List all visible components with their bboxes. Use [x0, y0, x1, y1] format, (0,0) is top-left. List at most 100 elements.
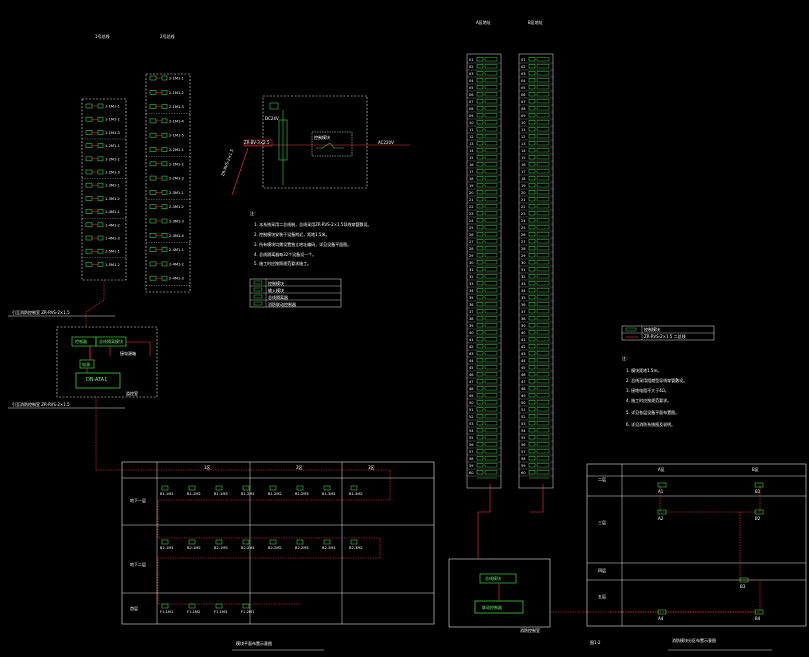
table-device-symbol [296, 485, 304, 491]
module-symbol [528, 428, 536, 433]
table-device-symbol [269, 539, 277, 545]
module-symbol [528, 344, 536, 349]
device-symbol [97, 169, 104, 175]
center-legend-1: 控制模块 [268, 281, 284, 286]
row-number: 47 [469, 380, 474, 384]
module-tag [484, 204, 498, 209]
row-number: 33 [469, 282, 474, 286]
left-column-2-devices: 2-1M1-12-1M1-22-1M1-32-1M1-42-1M1-52-2M1… [146, 75, 190, 286]
module-symbol [476, 456, 484, 461]
module-symbol [528, 71, 536, 76]
module-symbol [528, 106, 536, 111]
right-notes-heading: 注： [622, 356, 630, 361]
device-label: 2-3M1-4 [169, 234, 185, 238]
module-symbol [528, 57, 536, 62]
module-symbol [476, 463, 484, 468]
device-label: 1-1M1-2 [105, 118, 120, 122]
module-tag [484, 162, 498, 167]
module-symbol [476, 372, 484, 377]
table-device-label: B2-3M2 [349, 546, 363, 550]
module-symbol [476, 225, 484, 230]
device-label: 2-2M1-3 [169, 177, 184, 181]
center-note-4: 4. 总线隔离器每32个设备设一个。 [254, 252, 317, 257]
row-number: 38 [521, 317, 526, 321]
module-tag [536, 309, 550, 314]
module-tag [484, 267, 498, 272]
module-symbol [476, 435, 484, 440]
module-symbol [476, 302, 484, 307]
row-number: 53 [521, 422, 526, 426]
module-symbol [528, 414, 536, 419]
controller-frame [56, 326, 158, 398]
module-symbol [528, 421, 536, 426]
device-label: 2-3M1-2 [169, 205, 184, 209]
device-symbol [161, 104, 168, 109]
module-tag [536, 428, 550, 433]
bus-drop-line [85, 280, 105, 326]
row-number: 27 [469, 240, 474, 244]
row-number: 36 [521, 303, 526, 307]
row-number: 58 [521, 457, 526, 461]
table-device-label: F1-2M1 [241, 610, 254, 614]
module-symbol [528, 449, 536, 454]
row-number: 01 [521, 58, 526, 62]
row-number: 51 [469, 408, 474, 412]
module-symbol [528, 372, 536, 377]
columns-to-box-wire [477, 484, 491, 559]
module-symbol [528, 281, 536, 286]
row-number: 04 [469, 79, 474, 83]
row-number: 37 [521, 310, 526, 314]
row-number: 28 [521, 247, 526, 251]
schematic-diag-wire [231, 147, 249, 196]
module-tag [536, 372, 550, 377]
module-symbol [528, 169, 536, 174]
row-number: 56 [469, 443, 474, 447]
module-symbol [476, 386, 484, 391]
bottom-center-module-a [479, 573, 517, 584]
right-note-6: 6. 详见消防系统图及说明。 [626, 422, 676, 427]
module-symbol [528, 463, 536, 468]
table-device-symbol [350, 539, 358, 545]
module-tag [484, 169, 498, 174]
row-number: 38 [469, 317, 474, 321]
device-label: 1-2M1-2 [105, 157, 120, 161]
row-number: 26 [469, 233, 474, 237]
br-page-no: 图1-2 [590, 640, 601, 645]
center-legend-3: 总线隔离器 [268, 295, 288, 300]
table-device-label: B1-2M2 [268, 492, 282, 496]
module-symbol [528, 127, 536, 132]
module-symbol [528, 78, 536, 83]
br-right-2: B2 [755, 516, 761, 521]
module-tag [536, 64, 550, 69]
module-symbol [476, 246, 484, 251]
module-tag [484, 106, 498, 111]
device-symbol [149, 147, 157, 152]
device-symbol [149, 118, 157, 124]
row-number: 05 [469, 86, 474, 90]
bl-header-1: 1区 [204, 465, 211, 470]
device-symbol [85, 248, 93, 254]
table-device-symbol [323, 485, 331, 491]
schematic-right-label: DC24V [265, 116, 279, 121]
module-tag [536, 169, 550, 174]
module-tag [536, 232, 550, 237]
controller-module-b-label: 总线隔离模块 [99, 339, 123, 344]
module-symbol [528, 260, 536, 265]
device-symbol [161, 218, 168, 224]
table-device-label: B2-3M1 [322, 546, 336, 550]
module-tag [484, 120, 498, 125]
row-number: 05 [521, 86, 526, 90]
module-symbol [476, 400, 484, 405]
row-number: 06 [521, 93, 526, 97]
module-tag [484, 225, 498, 230]
device-symbol [149, 204, 157, 209]
module-tag [484, 463, 498, 468]
right-note-4: 4. 施工时应按规范要求。 [626, 398, 672, 403]
right-col1-header: A区地址 [476, 20, 491, 25]
module-symbol [528, 393, 536, 398]
module-tag [484, 197, 498, 202]
schematic-rotated-box [278, 119, 288, 161]
module-symbol [528, 316, 536, 321]
row-number: 12 [521, 135, 526, 139]
